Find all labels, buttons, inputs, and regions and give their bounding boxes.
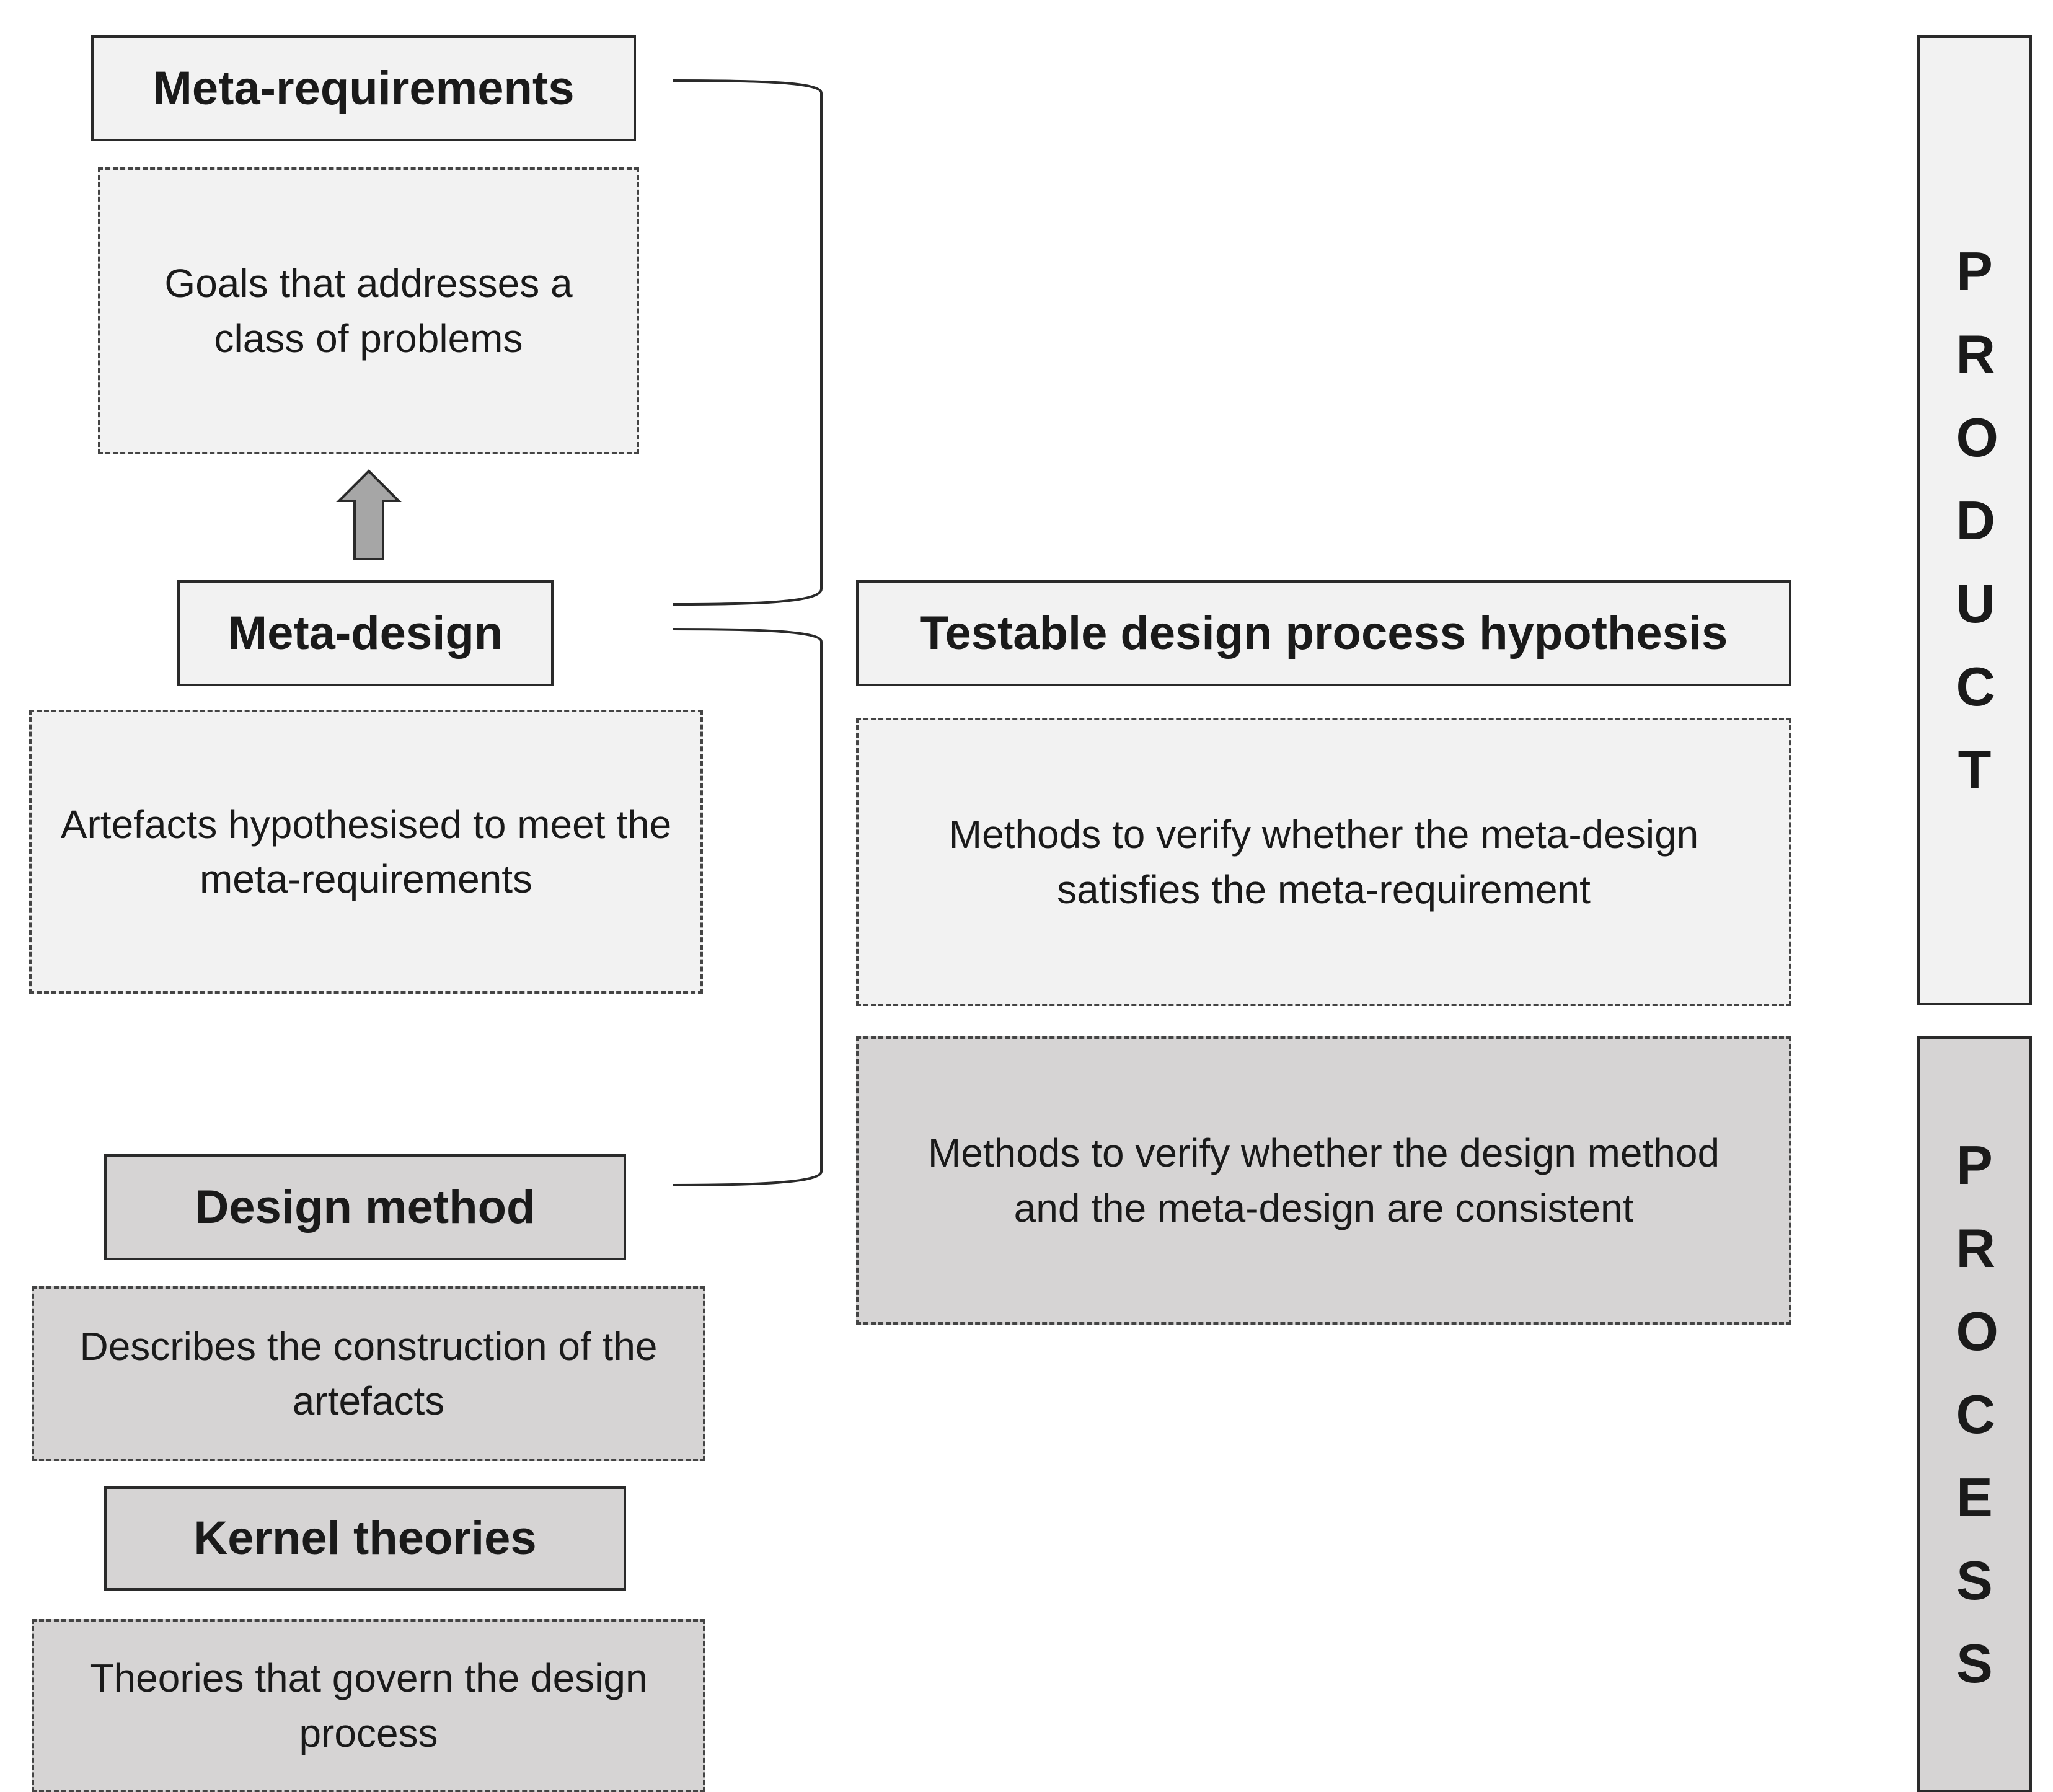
testable-hypothesis-title: Testable design process hypothesis <box>856 580 1791 686</box>
process-bracket <box>672 628 823 1186</box>
product-bracket <box>672 79 823 606</box>
kernel-theories-title: Kernel theories <box>104 1486 626 1591</box>
meta-design-title-text: Meta-design <box>227 606 503 660</box>
design-method-title-text: Design method <box>195 1180 536 1234</box>
kernel-theories-description-text: Theories that govern the design process <box>89 1656 648 1755</box>
design-method-description-text: Describes the construction of the artefa… <box>79 1323 658 1423</box>
kernel-theories-title-text: Kernel theories <box>193 1512 537 1565</box>
meta-design-title: Meta-design <box>177 580 554 686</box>
process-verification-methods: Methods to verify whether the design met… <box>856 1036 1791 1325</box>
up-arrow-icon <box>336 469 402 560</box>
product-side-label-text: PRODUCT <box>1956 240 1998 800</box>
process-side-label-text: PROCESS <box>1956 1134 1998 1694</box>
meta-design-description: Artefacts hypothesised to meet the meta-… <box>29 710 703 994</box>
design-method-title: Design method <box>104 1154 626 1260</box>
testable-hypothesis-title-text: Testable design process hypothesis <box>919 606 1728 660</box>
product-side-label: PRODUCT <box>1917 35 2032 1005</box>
design-method-description: Describes the construction of the artefa… <box>32 1286 705 1461</box>
meta-requirements-title-text: Meta-requirements <box>152 61 575 115</box>
meta-design-description-text: Artefacts hypothesised to meet the meta-… <box>60 801 672 901</box>
product-verification-methods-text: Methods to verify whether the meta-desig… <box>948 812 1699 912</box>
meta-requirements-description: Goals that addresses a class of problems <box>98 167 639 454</box>
meta-requirements-title: Meta-requirements <box>91 35 636 141</box>
product-verification-methods: Methods to verify whether the meta-desig… <box>856 718 1791 1006</box>
process-verification-methods-text: Methods to verify whether the design met… <box>927 1131 1720 1230</box>
meta-requirements-description-text: Goals that addresses a class of problems <box>164 261 573 361</box>
process-side-label: PROCESS <box>1917 1036 2032 1792</box>
kernel-theories-description: Theories that govern the design process <box>32 1619 705 1792</box>
